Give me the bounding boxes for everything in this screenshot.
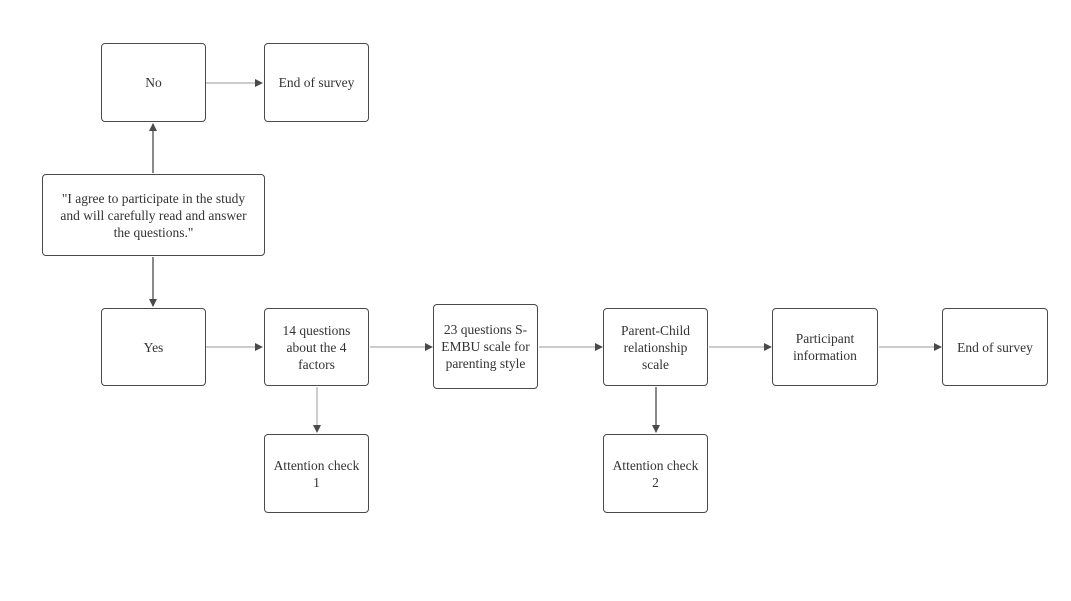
node-parent-child-scale-label: Parent-Child relationship scale <box>621 322 690 372</box>
node-23-questions[interactable]: 23 questions S-EMBU scale for parenting … <box>433 304 538 389</box>
node-end-of-survey-2-label: End of survey <box>957 339 1033 355</box>
node-23-questions-label: 23 questions S-EMBU scale for parenting … <box>441 322 530 371</box>
node-attention-check-1-label: Attention check 1 <box>273 457 360 490</box>
node-attention-check-2[interactable]: Attention check 2 <box>603 434 708 513</box>
node-14-questions[interactable]: 14 questions about the 4 factors <box>264 308 369 386</box>
node-end-of-survey-1[interactable]: End of survey <box>264 43 369 122</box>
node-attention-check-2-label: Attention check 2 <box>612 457 699 490</box>
node-no[interactable]: No <box>101 43 206 122</box>
node-parent-child-scale[interactable]: Parent-Child relationship scale <box>603 308 708 386</box>
node-participant-information[interactable]: Participant information <box>772 308 878 386</box>
node-attention-check-1[interactable]: Attention check 1 <box>264 434 369 513</box>
node-end-of-survey-2[interactable]: End of survey <box>942 308 1048 386</box>
node-yes[interactable]: Yes <box>101 308 206 386</box>
node-yes-label: Yes <box>143 339 164 355</box>
node-consent-statement[interactable]: "I agree to participate in the study and… <box>42 174 265 256</box>
node-consent-statement-label: "I agree to participate in the study and… <box>60 190 247 240</box>
node-end-of-survey-1-label: End of survey <box>278 75 355 90</box>
node-no-label: No <box>145 75 162 90</box>
node-14-questions-label: 14 questions about the 4 factors <box>282 322 351 372</box>
node-participant-information-label: Participant information <box>793 331 857 363</box>
